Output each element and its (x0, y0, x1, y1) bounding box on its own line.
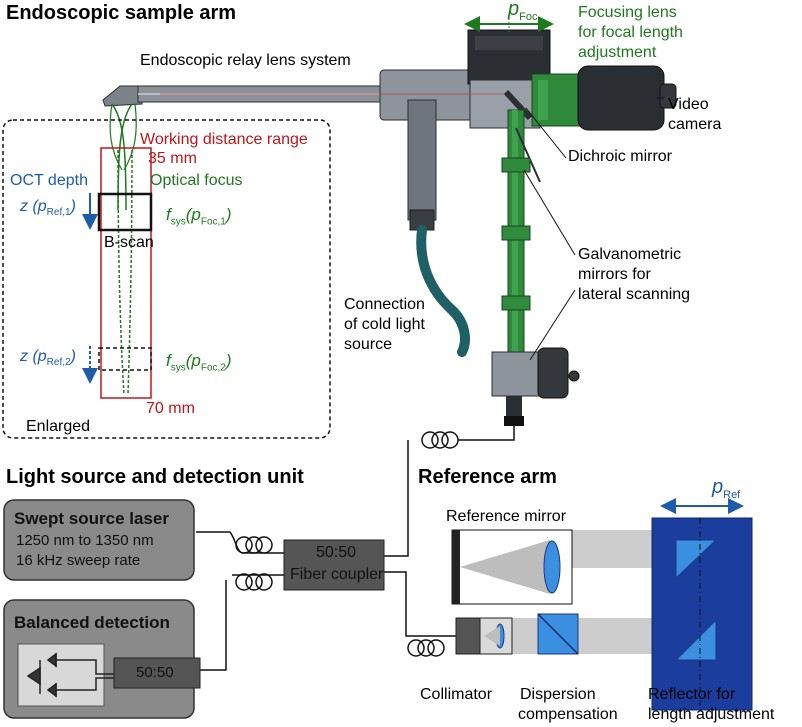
endoscope-device (102, 29, 677, 426)
label-optical-focus: Optical focus (150, 172, 243, 189)
section-title-sample-arm: Endoscopic sample arm (6, 2, 237, 24)
label-pref: pRef (712, 476, 741, 501)
label-z1: z (pRef,1) (20, 198, 76, 219)
label-galvo-3: lateral scanning (578, 286, 691, 303)
detection-coupler (113, 657, 201, 689)
label-cold-light-1: Connection (344, 296, 425, 313)
label-dichroic: Dichroic mirror (568, 148, 672, 165)
section-title-light-source: Light source and detection unit (6, 466, 304, 488)
bscan-box-2 (98, 347, 152, 371)
label-cold-light-2: of cold light (344, 316, 425, 333)
label-focus-lens-3: adjustment (578, 44, 657, 61)
label-galvo-1: Galvanometric (578, 246, 682, 263)
section-title-reference-arm: Reference arm (418, 466, 557, 488)
enlarged-box (2, 119, 331, 439)
label-video-1: Video (668, 96, 709, 113)
label-enlarged: Enlarged (26, 418, 91, 435)
label-z2: z (pRef,2) (20, 348, 76, 369)
fiber-coupler-ratio: 50:50 (316, 544, 357, 561)
label-focus-lens-1: Focusing lens (578, 4, 677, 21)
label-video-2: camera (668, 116, 722, 133)
label-bscan: B-scan (104, 234, 154, 251)
detection-coupler-ratio: 50:50 (136, 664, 174, 681)
label-galvo-2: mirrors for (578, 266, 651, 283)
label-focus-lens-2: for focal length (578, 24, 683, 41)
label-collimator: Collimator (420, 686, 493, 703)
bscan-box (97, 192, 153, 232)
label-oct-depth: OCT depth (10, 172, 88, 189)
label-dispersion-2: compensation (518, 706, 618, 723)
label-reflector-2: length adjustment (648, 706, 775, 723)
laser-title: Swept source laser (14, 509, 169, 528)
label-cold-light-3: source (344, 336, 393, 353)
label-reflector-1: Reflector for (648, 686, 736, 703)
detection-title: Balanced detection (14, 613, 170, 632)
label-dispersion-1: Dispersion (520, 686, 596, 703)
fiber-coupler-name: Fiber coupler (290, 566, 384, 583)
label-wd-2: 35 mm (148, 150, 197, 167)
label-f1: fsys(pFoc,1) (166, 205, 232, 228)
working-distance-range (100, 147, 152, 399)
swept-source-laser-box (3, 499, 195, 581)
label-f2: fsys(pFoc,2) (166, 351, 232, 374)
fiber-lines (196, 426, 515, 671)
label-70mm: 70 mm (146, 400, 195, 417)
laser-line-1: 1250 nm to 1350 nm (16, 532, 154, 549)
laser-line-2: 16 kHz sweep rate (16, 552, 141, 569)
label-pfoc: pFoc (508, 0, 538, 23)
label-wd-1: Working distance range (140, 131, 308, 148)
fiber-coupler-box (283, 539, 385, 591)
label-ref-mirror: Reference mirror (446, 508, 567, 525)
label-relay-lens: Endoscopic relay lens system (140, 52, 351, 69)
